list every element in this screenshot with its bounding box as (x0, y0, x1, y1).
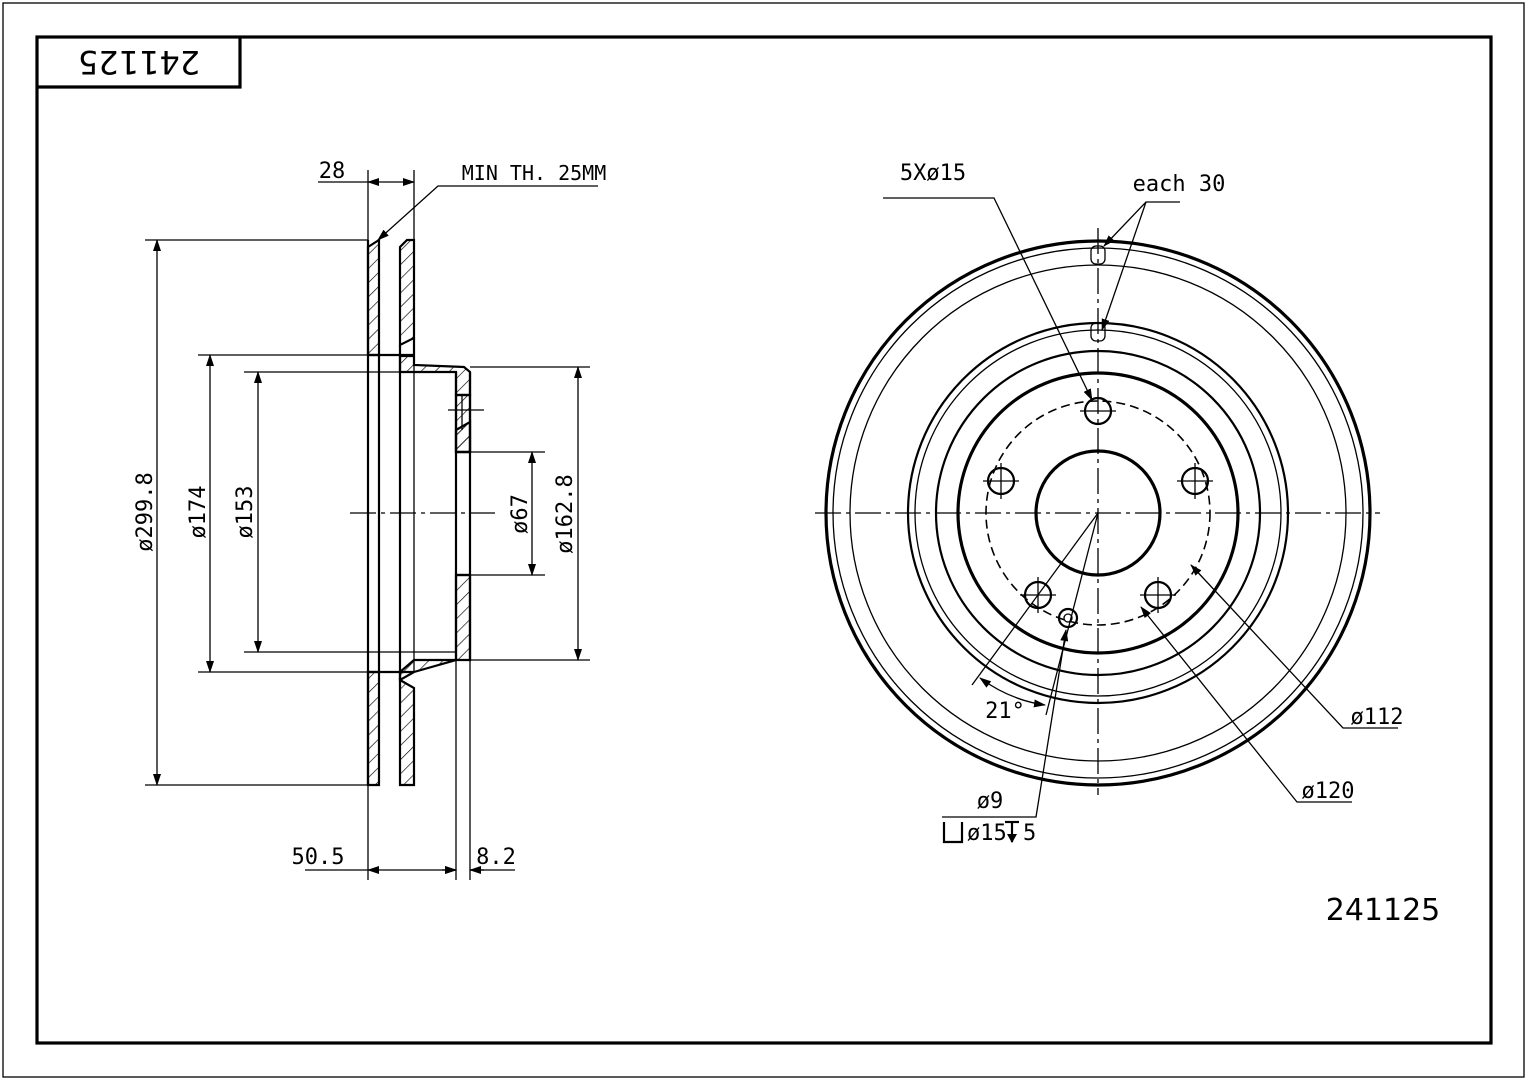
vent-leader-1 (1103, 201, 1180, 247)
vent-leader-2 (1101, 201, 1147, 331)
dia-174-label: ø174 (186, 486, 211, 539)
dia-153-label: ø153 (233, 486, 258, 539)
center-bore-circle (1034, 449, 1162, 577)
drawing-frame (35, 35, 1493, 1045)
counterbore-icon (942, 822, 964, 844)
vent-slot (1090, 245, 1106, 265)
counterbore-label: ø15 (967, 821, 1007, 846)
dia-120-leader (1140, 606, 1352, 803)
inner-face-bottom (398, 678, 416, 787)
angle-arc (979, 677, 1046, 708)
hub-wall-bottom (398, 573, 472, 682)
bolt-holes-label: 5Xø15 (900, 161, 966, 186)
height-label: 50.5 (292, 845, 345, 870)
dia-120-label: ø120 (1302, 779, 1355, 804)
hat-top (398, 338, 472, 397)
bolt-holes-leader (883, 197, 1093, 401)
side-section-view: 28 MIN TH. 25MM ø299.8 ø174 ø153 ø67 ø16… (133, 159, 606, 880)
angle-label: 21° (985, 699, 1025, 724)
small-hole (1057, 607, 1079, 629)
small-hole-label: ø9 (977, 789, 1004, 814)
hub-diameter-label: ø162.8 (553, 474, 578, 553)
vent-spacing-label: each 30 (1133, 172, 1226, 197)
disc-outer-edge (824, 239, 1372, 787)
thickness-label: 28 (319, 159, 346, 184)
part-number-stamp: 241125 (78, 43, 200, 81)
outer-face-top (366, 237, 381, 357)
front-view: 5Xø15 each 30 ø112 ø120 21° ø9 ø15 5 (815, 161, 1403, 846)
bolt-holes (983, 396, 1213, 613)
part-number: 241125 (1326, 893, 1441, 928)
bolt-circle (985, 400, 1211, 626)
vent-slot (1090, 322, 1106, 342)
outer-diameter-label: ø299.8 (133, 472, 158, 551)
small-hole-leader (942, 629, 1069, 818)
min-thickness-leader (377, 185, 598, 241)
hat-thickness-label: 8.2 (476, 845, 516, 870)
inner-face-top (398, 238, 416, 347)
center-bore-label: ø67 (508, 494, 533, 534)
counterbore-depth-label: 5 (1023, 821, 1036, 846)
min-thickness-label: MIN TH. 25MM (462, 161, 607, 185)
hub-outline (956, 371, 1240, 655)
bolt-circle-leader (1190, 564, 1398, 729)
bolt-circle-label: ø112 (1351, 705, 1404, 730)
part-number-stamp-box: 241125 (37, 37, 242, 89)
outer-face-bottom (366, 670, 381, 787)
depth-icon (1005, 820, 1019, 843)
